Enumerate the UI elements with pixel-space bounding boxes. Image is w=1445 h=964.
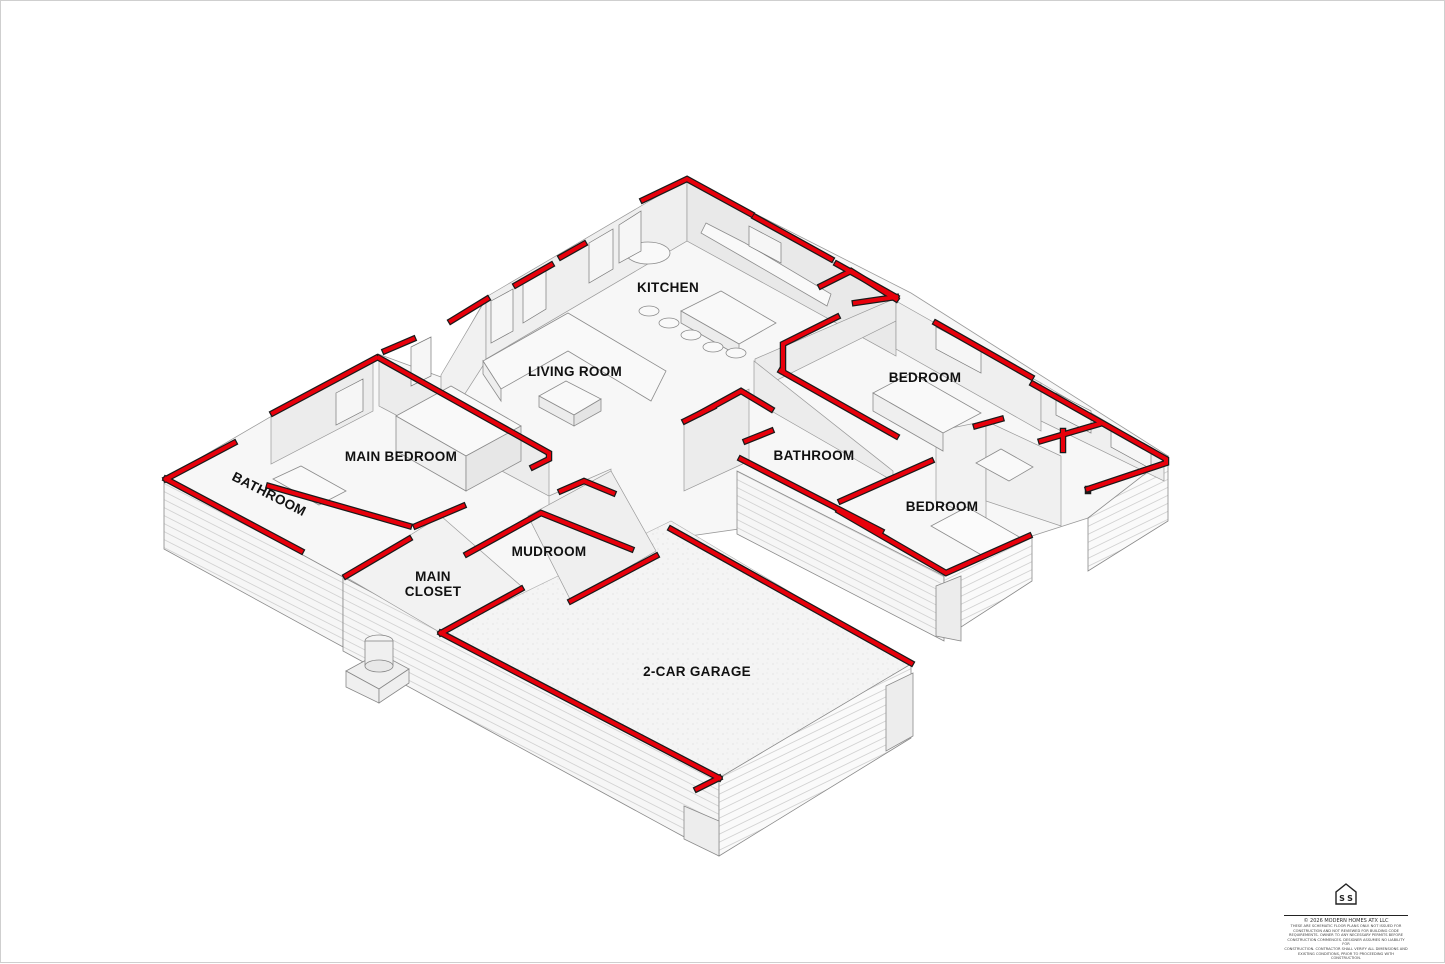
bar-stools [638, 305, 747, 359]
room-label-garage: 2-CAR GARAGE [643, 664, 751, 679]
room-label-main-bedroom: MAIN BEDROOM [345, 449, 457, 464]
cut-walls [161, 175, 1170, 794]
furniture [272, 222, 1034, 558]
copyright-text: © 2026 MODERN HOMES ATX LLC [1303, 918, 1389, 924]
room-label-bathroom-center: BATHROOM [774, 448, 855, 463]
exterior-walls [163, 455, 1169, 857]
room-label-main-closet-line1: MAIN [415, 569, 451, 584]
disclaimer-line: THESE ARE SCHEMATIC FLOOR PLANS ONLY. NO… [1290, 924, 1402, 928]
ac-unit-icon [345, 634, 410, 704]
room-label-living-room: LIVING ROOM [528, 364, 622, 379]
title-block-rule [1284, 915, 1408, 916]
svg-text:S: S [1347, 894, 1353, 903]
room-label-bedroom-top: BEDROOM [889, 370, 962, 385]
disclaimer-line: CONSTRUCTION AND NOT REVIEWED FOR BUILDI… [1293, 928, 1399, 933]
room-label-mudroom: MUDROOM [512, 544, 587, 559]
dresser [975, 448, 1034, 482]
kitchen-counter [700, 222, 832, 307]
house-logo-icon: S S [1335, 883, 1357, 905]
disclaimer-line: EXISTING CONDITIONS, PRIOR TO PROCEEDING… [1298, 951, 1394, 961]
room-label-bedroom-right: BEDROOM [906, 499, 979, 514]
svg-text:S: S [1339, 894, 1345, 903]
disclaimer-line: CONSTRUCTION. CONTRACTOR SHALL VERIFY AL… [1284, 946, 1408, 951]
title-block: S S © 2026 MODERN HOMES ATX LLC THESE AR… [1284, 883, 1408, 961]
room-label-kitchen: KITCHEN [637, 280, 699, 295]
disclaimer-line: CONSTRUCTION COMMENCES. DESIGNER ASSUMES… [1287, 937, 1405, 947]
disclaimer-line: REQUIREMENTS. OWNER TO ANY NECESSARY PER… [1288, 933, 1404, 938]
room-label-main-closet-line2: CLOSET [405, 584, 462, 599]
